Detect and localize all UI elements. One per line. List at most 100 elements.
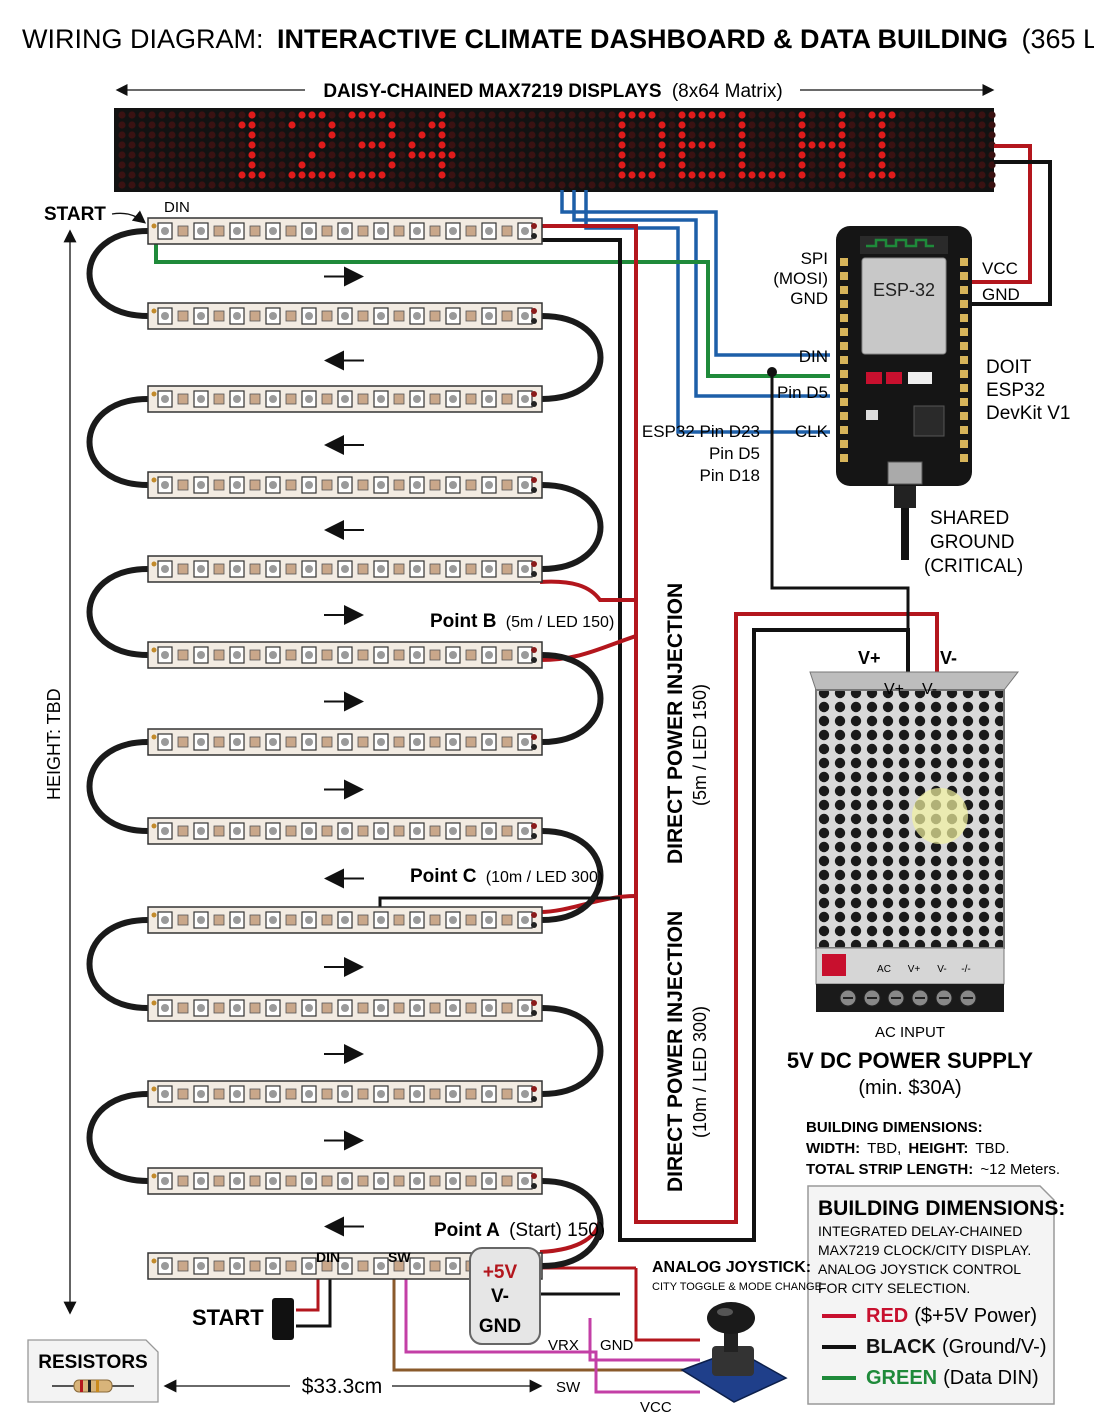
matrix-dot <box>268 151 276 159</box>
joystick-vrx-wire <box>404 1262 700 1394</box>
matrix-dot <box>608 141 616 149</box>
matrix-dot <box>528 171 536 179</box>
led-resistor <box>321 479 333 491</box>
legend-desc-3: ANALOG JOYSTICK CONTROL <box>818 1261 1021 1277</box>
matrix-dot <box>768 121 776 129</box>
esp-pin-left <box>840 342 848 350</box>
start-plug <box>272 1298 294 1340</box>
matrix-dot-lit <box>248 111 256 119</box>
led-lens <box>305 395 313 403</box>
matrix-dot <box>278 131 286 139</box>
matrix-dot <box>698 151 706 159</box>
led-lens <box>485 827 493 835</box>
matrix-dot <box>368 181 376 189</box>
matrix-dot <box>618 181 626 189</box>
matrix-dot-lit <box>678 161 686 169</box>
power-connector: +5V V- GND <box>469 1247 541 1345</box>
matrix-dot <box>868 141 876 149</box>
title-main: INTERACTIVE CLIMATE DASHBOARD & DATA BUI… <box>277 24 1008 54</box>
matrix-dot <box>658 111 666 119</box>
strip-loop-right <box>541 313 604 402</box>
shared-ground-1: SHARED <box>930 508 1009 529</box>
solder-pad <box>531 1000 537 1006</box>
matrix-dot <box>518 121 526 129</box>
matrix-dot <box>578 121 586 129</box>
led-resistor <box>249 310 261 322</box>
matrix-dot-lit <box>868 111 876 119</box>
matrix-dot <box>118 111 126 119</box>
matrix-dot <box>628 121 636 129</box>
matrix-dot <box>708 151 716 159</box>
matrix-dot <box>758 131 766 139</box>
matrix-dot-lit <box>368 111 376 119</box>
matrix-dot <box>138 151 146 159</box>
matrix-label-rest: (8x64 Matrix) <box>672 81 783 102</box>
matrix-dot <box>808 151 816 159</box>
solder-pad <box>151 1000 157 1006</box>
matrix-dot <box>518 161 526 169</box>
strip-row <box>147 641 543 669</box>
led-lens <box>377 651 385 659</box>
solder-pad <box>531 391 537 397</box>
led-resistor <box>465 736 477 748</box>
matrix-dot <box>548 131 556 139</box>
matrix-dot-lit <box>618 171 626 179</box>
matrix-dot <box>718 161 726 169</box>
esp-pin-right <box>960 286 968 294</box>
injection-upper-title: DIRECT POWER INJECTION <box>664 583 687 864</box>
matrix-dot <box>248 181 256 189</box>
matrix-dot <box>128 141 136 149</box>
legend-title: BUILDING DIMENSIONS: <box>818 1197 1065 1220</box>
matrix-dot <box>358 151 366 159</box>
matrix-dot <box>328 111 336 119</box>
led-lens <box>449 312 457 320</box>
matrix-dot <box>528 131 536 139</box>
matrix-dot <box>268 171 276 179</box>
matrix-dot <box>938 121 946 129</box>
matrix-dot <box>198 111 206 119</box>
matrix-dot <box>118 171 126 179</box>
matrix-dot <box>918 151 926 159</box>
matrix-dot <box>178 161 186 169</box>
strip-loop-left <box>86 1091 149 1184</box>
led-lens <box>233 395 241 403</box>
matrix-dot <box>178 131 186 139</box>
matrix-dot <box>958 181 966 189</box>
matrix-dot <box>568 181 576 189</box>
matrix-dot <box>428 131 436 139</box>
matrix-dot <box>748 121 756 129</box>
matrix-dot <box>888 141 896 149</box>
joystick-vcc-red <box>634 1268 700 1342</box>
joystick-knob[interactable] <box>707 1302 755 1334</box>
esp32-led-2 <box>886 372 902 384</box>
matrix-dot <box>298 151 306 159</box>
led-resistor <box>177 1088 189 1100</box>
matrix-dot <box>598 121 606 129</box>
led-lens <box>341 1262 349 1270</box>
led-lens <box>341 227 349 235</box>
matrix-dot <box>168 141 176 149</box>
matrix-dot-lit <box>678 121 686 129</box>
matrix-dot-lit <box>298 161 306 169</box>
matrix-dot <box>748 151 756 159</box>
led-resistor <box>501 563 513 575</box>
width-label: $33.3cm <box>302 1375 383 1398</box>
led-resistor <box>249 393 261 405</box>
matrix-dot <box>968 171 976 179</box>
led-lens <box>197 738 205 746</box>
led-resistor <box>177 393 189 405</box>
data-din-wire <box>154 236 830 378</box>
led-lens <box>233 1090 241 1098</box>
matrix-dot <box>308 141 316 149</box>
matrix-dot <box>808 171 816 179</box>
matrix-dot-lit <box>248 161 256 169</box>
matrix-dot-lit <box>798 131 806 139</box>
matrix-dot <box>928 121 936 129</box>
legend-desc-1: INTEGRATED DELAY-CHAINED <box>818 1223 1022 1239</box>
led-resistor <box>429 914 441 926</box>
led-lens <box>521 916 529 924</box>
matrix-dot <box>818 171 826 179</box>
led-lens <box>233 916 241 924</box>
matrix-dot <box>538 171 546 179</box>
matrix-dot <box>568 131 576 139</box>
